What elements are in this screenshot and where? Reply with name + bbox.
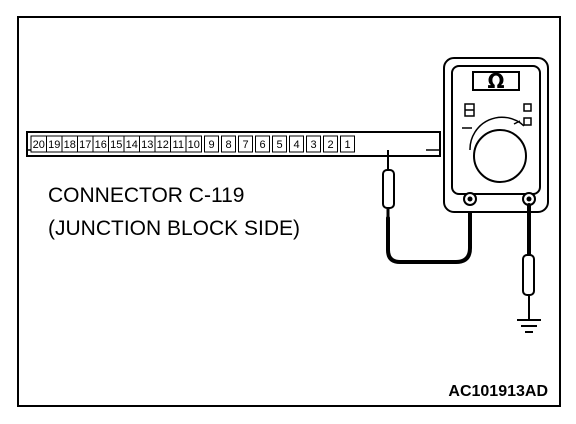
analog-dial-icon bbox=[462, 103, 532, 183]
pin-cell-5 bbox=[272, 135, 287, 153]
pin-cell-3 bbox=[306, 135, 321, 153]
pin-label-17: 17 bbox=[79, 139, 91, 151]
pin-cell-2 bbox=[323, 135, 338, 153]
pin-label-1: 1 bbox=[344, 139, 350, 151]
pin-label-15: 15 bbox=[110, 139, 122, 151]
pin-label-4: 4 bbox=[293, 139, 299, 151]
pin-label-20: 20 bbox=[33, 139, 45, 151]
ground-probe-handle bbox=[522, 254, 535, 296]
probe-handle bbox=[382, 169, 395, 209]
pin-cell-9 bbox=[204, 135, 219, 153]
probe-positive bbox=[382, 150, 395, 218]
ground-symbol-icon bbox=[517, 319, 541, 333]
test-lead-positive bbox=[386, 198, 472, 264]
pin-cell-7 bbox=[238, 135, 253, 153]
ohm-symbol: Ω bbox=[487, 69, 504, 93]
pin-cell-8 bbox=[221, 135, 236, 153]
pin-label-13: 13 bbox=[141, 139, 153, 151]
pin-cell-1 bbox=[340, 135, 355, 153]
pin-label-6: 6 bbox=[259, 139, 265, 151]
pin-label-16: 16 bbox=[95, 139, 107, 151]
multimeter: Ω bbox=[443, 57, 549, 213]
probe-ground bbox=[522, 203, 535, 320]
connector-caption-line2: (JUNCTION BLOCK SIDE) bbox=[48, 217, 300, 240]
pin-cell-10 bbox=[185, 135, 202, 153]
pin-label-5: 5 bbox=[276, 139, 282, 151]
pin-label-19: 19 bbox=[48, 139, 60, 151]
pin-label-18: 18 bbox=[64, 139, 76, 151]
pin-label-9: 9 bbox=[208, 139, 214, 151]
pin-cell-6 bbox=[255, 135, 270, 153]
pin-label-8: 8 bbox=[225, 139, 231, 151]
pin-label-3: 3 bbox=[310, 139, 316, 151]
mode-window bbox=[472, 71, 520, 91]
pin-label-12: 12 bbox=[157, 139, 169, 151]
figure-code: AC101913AD bbox=[448, 383, 548, 400]
figure-frame bbox=[17, 16, 561, 407]
pin-label-11: 11 bbox=[173, 139, 184, 151]
pin-label-7: 7 bbox=[242, 139, 248, 151]
connector-caption-line1: CONNECTOR C-119 bbox=[48, 184, 244, 207]
pin-label-14: 14 bbox=[126, 139, 138, 151]
pin-label-2: 2 bbox=[327, 139, 333, 151]
pin-label-10: 10 bbox=[188, 139, 200, 151]
pin-cell-4 bbox=[289, 135, 304, 153]
